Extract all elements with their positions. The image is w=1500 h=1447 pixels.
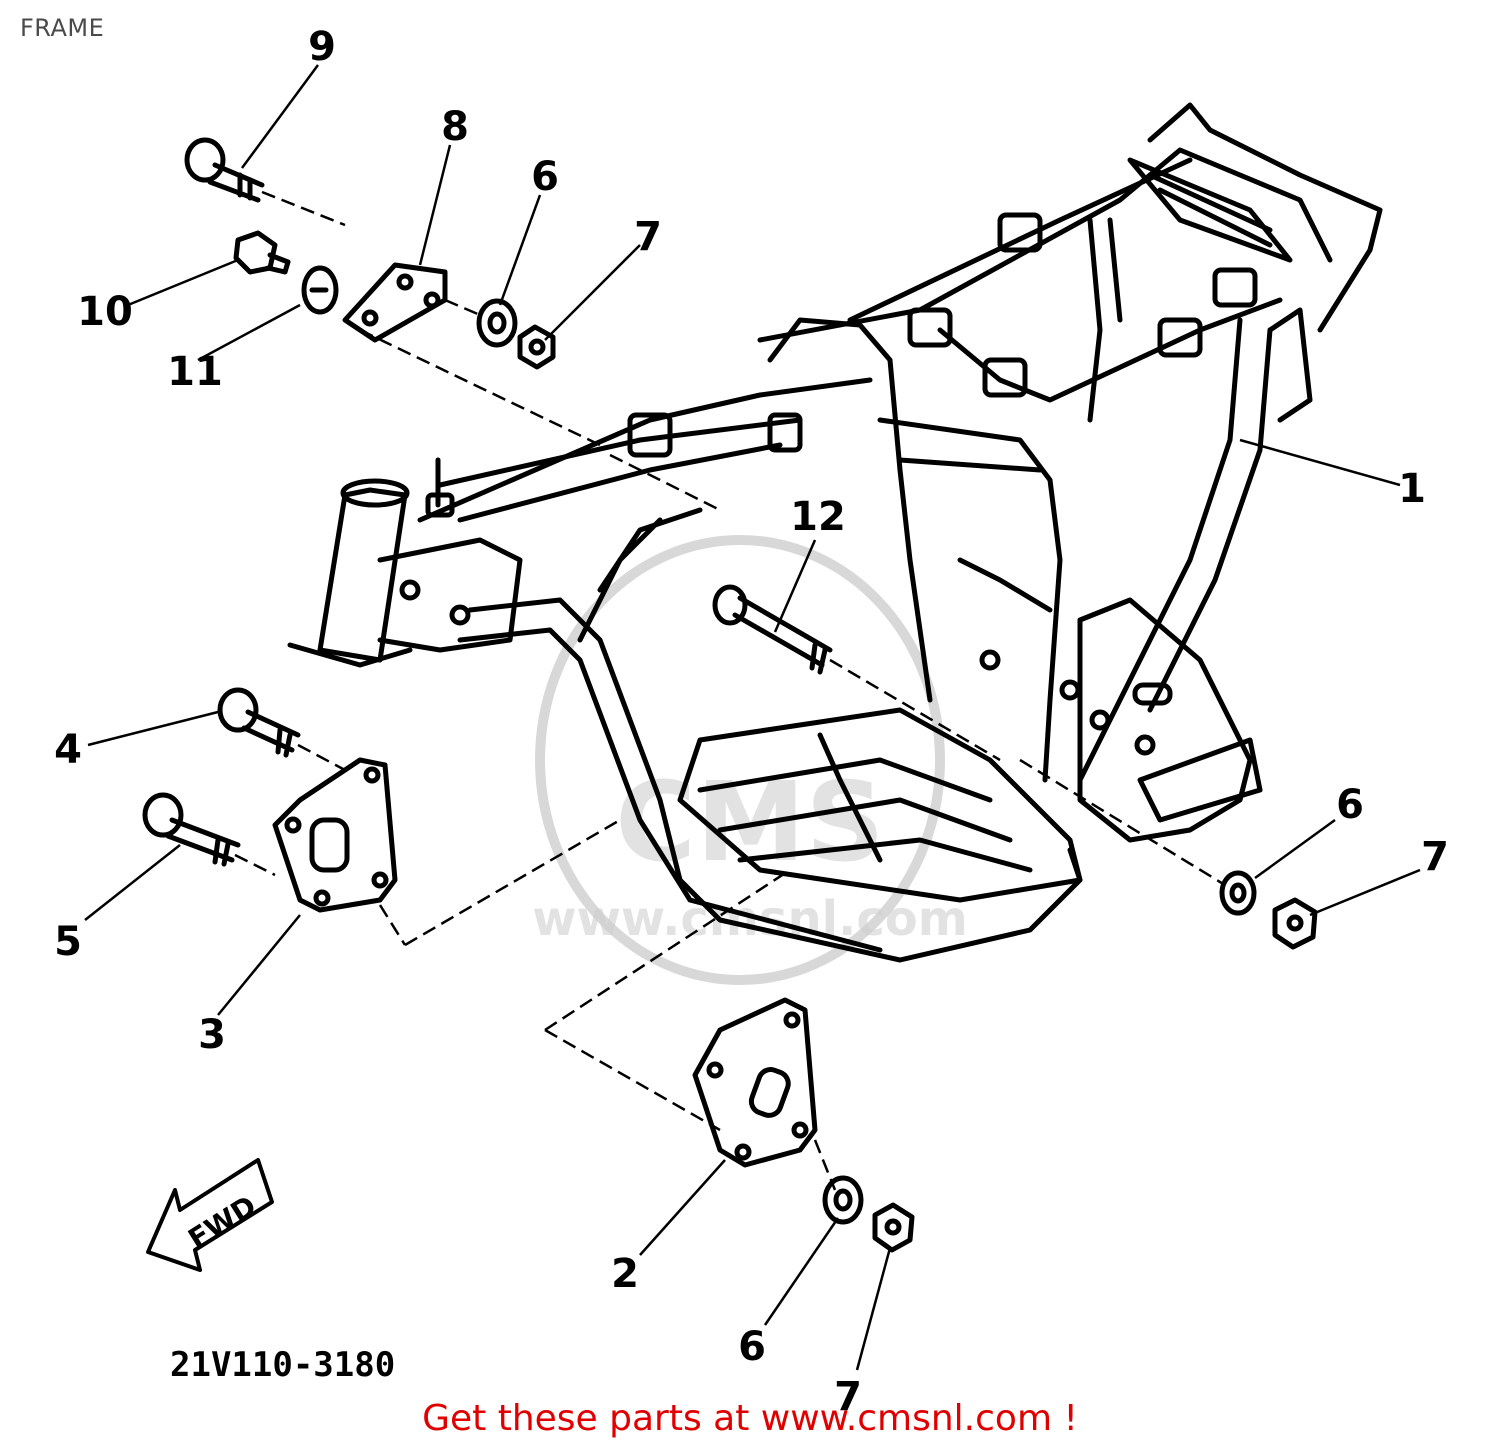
plate-part-8 xyxy=(342,262,448,343)
bolt-part-5 xyxy=(142,792,241,867)
washer-part-6-top xyxy=(476,298,518,348)
callout-2: 2 xyxy=(611,1251,639,1297)
callout-12: 12 xyxy=(790,494,846,540)
leader-lines xyxy=(84,64,1421,1371)
callout-4: 4 xyxy=(54,727,82,773)
plate-part-3 xyxy=(272,757,398,913)
callout-3: 3 xyxy=(198,1012,226,1058)
bolt-part-4 xyxy=(217,687,301,758)
callout-1: 1 xyxy=(1398,466,1426,512)
callouts: 1 12 9 8 6 7 10 11 4 5 3 6 7 2 6 7 xyxy=(54,24,1449,1420)
nut-part-7-top xyxy=(517,324,556,370)
washer-part-6-bottom xyxy=(822,1175,864,1225)
callout-9: 9 xyxy=(308,24,336,70)
bolt-part-12 xyxy=(712,584,833,675)
clip-part-11 xyxy=(301,265,339,315)
callout-6-right: 6 xyxy=(1336,782,1364,828)
bolt-part-9 xyxy=(184,137,265,203)
bolt-part-10 xyxy=(233,230,291,275)
watermark-logo-text: CMS xyxy=(615,758,884,886)
plate-part-2 xyxy=(692,997,818,1168)
callout-6-top: 6 xyxy=(531,154,559,200)
watermark-url-text: www.cmsnl.com xyxy=(532,891,968,947)
footer-link-text[interactable]: Get these parts at www.cmsnl.com ! xyxy=(422,1398,1078,1439)
hardware-parts xyxy=(142,137,1318,1253)
callout-11: 11 xyxy=(167,349,223,395)
washer-part-6-right xyxy=(1219,870,1257,916)
callout-6-bottom: 6 xyxy=(738,1324,766,1370)
callout-7-right: 7 xyxy=(1421,834,1449,880)
nut-part-7-right xyxy=(1272,897,1318,950)
callout-10: 10 xyxy=(77,289,133,335)
callout-7-bottom: 7 xyxy=(834,1374,862,1420)
callout-8: 8 xyxy=(441,104,469,150)
main-frame xyxy=(287,102,1383,963)
callout-7-top: 7 xyxy=(634,214,662,260)
assembly-lines xyxy=(234,190,1226,1191)
callout-5: 5 xyxy=(54,919,82,965)
drawing-code: 21V110-3180 xyxy=(170,1345,395,1385)
page-title: FRAME xyxy=(20,14,105,42)
nut-part-7-bottom xyxy=(872,1202,915,1253)
fwd-arrow-icon: FWD xyxy=(146,1158,274,1272)
